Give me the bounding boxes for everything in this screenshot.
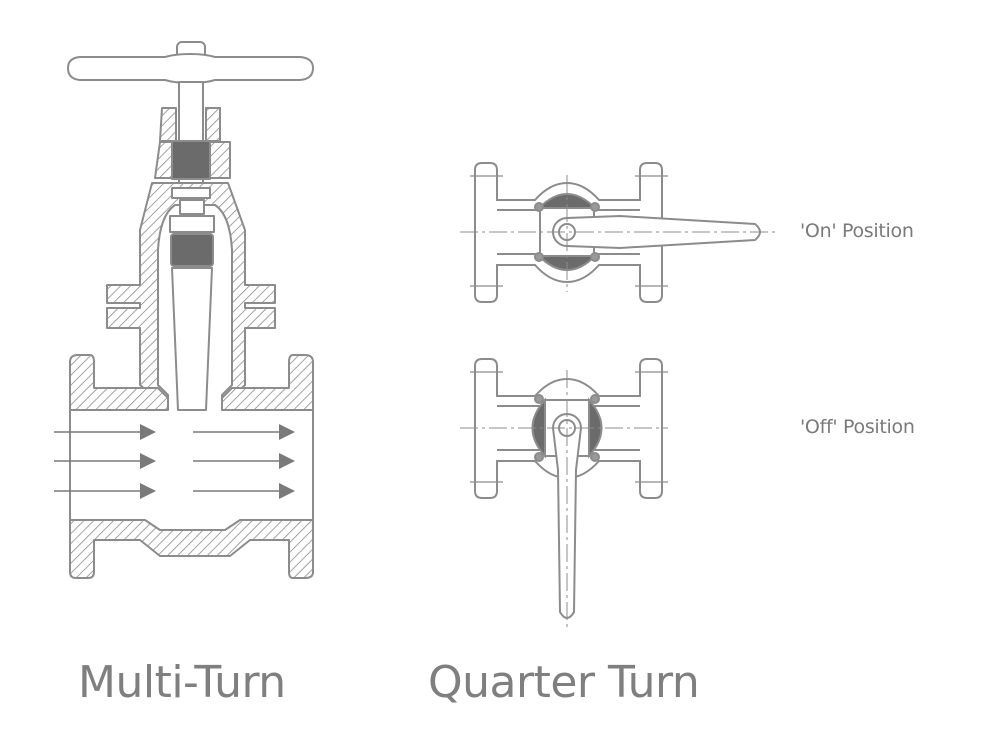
wedge-block	[170, 233, 214, 267]
seat-bolt	[534, 394, 544, 404]
ball-valve-off-lever	[460, 370, 668, 628]
seat-bolt	[590, 394, 600, 404]
seat-bolt	[590, 202, 600, 212]
quarter-turn-caption: Quarter Turn	[428, 657, 700, 708]
body-top	[69, 354, 169, 411]
wedge-top	[169, 215, 215, 233]
seat-bolt	[590, 252, 600, 262]
multi-turn-caption: Multi-Turn	[78, 657, 286, 708]
on-position-label: 'On' Position	[800, 220, 914, 242]
body-bottom	[69, 519, 314, 579]
seat-bolt	[590, 452, 600, 462]
seat-bolt	[534, 202, 544, 212]
gate-wedge	[171, 267, 213, 411]
seat-bolt	[534, 252, 544, 262]
flow-arrows	[54, 424, 295, 499]
body-top-right	[221, 354, 314, 411]
packing	[171, 140, 211, 180]
gate-valve	[54, 41, 314, 579]
handwheel	[67, 53, 314, 84]
seat-bolt	[534, 452, 544, 462]
off-position-label: 'Off' Position	[800, 416, 915, 438]
stem-collar	[171, 187, 211, 199]
bonnet-body	[106, 182, 276, 409]
ball-valve-on	[460, 162, 775, 303]
stem-nut	[179, 199, 205, 215]
